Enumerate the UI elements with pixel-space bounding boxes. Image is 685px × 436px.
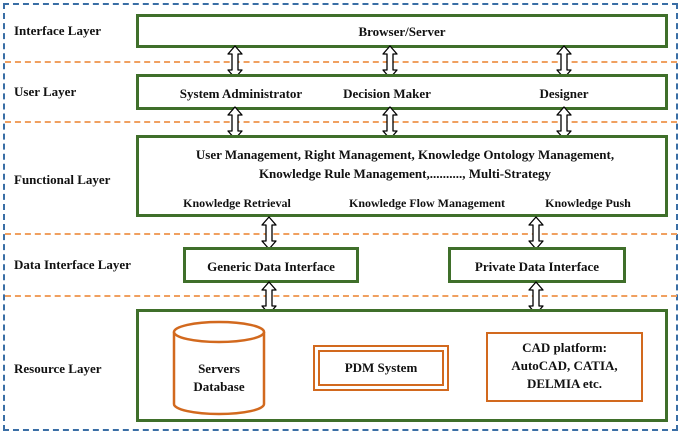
role-designer: Designer xyxy=(539,86,589,101)
cad-platform-box: CAD platform: AutoCAD, CATIA, DELMIA etc… xyxy=(486,332,643,402)
label-interface-layer: Interface Layer xyxy=(14,23,101,38)
role-decision-maker: Decision Maker xyxy=(343,86,431,101)
knowledge-push: Knowledge Push xyxy=(545,196,631,210)
pdm-system-label: PDM System xyxy=(344,360,418,375)
generic-data-interface-label: Generic Data Interface xyxy=(207,259,335,274)
layer-separator xyxy=(5,61,677,63)
private-data-interface-box: Private Data Interface xyxy=(448,247,626,283)
label-data-interface-layer: Data Interface Layer xyxy=(14,257,131,272)
database-icon xyxy=(172,320,266,416)
generic-data-interface-box: Generic Data Interface xyxy=(183,247,359,283)
double-arrow-icon xyxy=(261,216,277,250)
functional-line-2: Knowledge Rule Management,.........., Mu… xyxy=(258,166,552,181)
pdm-system-box: PDM System xyxy=(313,345,449,391)
cad-line-2: AutoCAD, CATIA, xyxy=(511,358,618,373)
knowledge-flow-management: Knowledge Flow Management xyxy=(349,196,505,210)
role-system-administrator: System Administrator xyxy=(179,86,303,101)
browser-server-label: Browser/Server xyxy=(358,24,446,39)
db-label-line-1: Servers xyxy=(198,361,240,376)
user-layer-box: System Administrator Decision Maker Desi… xyxy=(136,74,668,110)
functional-layer-box: User Management, Right Management, Knowl… xyxy=(136,135,668,217)
browser-server-box: Browser/Server xyxy=(136,14,668,48)
resource-layer-box: Servers Database PDM System CAD platform… xyxy=(136,309,668,422)
layer-separator xyxy=(5,295,677,297)
diagram-frame xyxy=(3,3,678,431)
double-arrow-icon xyxy=(528,216,544,250)
cad-line-1: CAD platform: xyxy=(522,340,607,355)
functional-line-1: User Management, Right Management, Knowl… xyxy=(195,147,615,162)
layer-separator xyxy=(5,121,677,123)
label-resource-layer: Resource Layer xyxy=(14,361,102,376)
knowledge-retrieval: Knowledge Retrieval xyxy=(183,196,291,210)
db-label-line-2: Database xyxy=(193,379,245,394)
private-data-interface-label: Private Data Interface xyxy=(474,259,600,274)
label-functional-layer: Functional Layer xyxy=(14,172,111,187)
cad-line-3: DELMIA etc. xyxy=(526,376,603,391)
label-user-layer: User Layer xyxy=(14,84,77,99)
layer-separator xyxy=(5,233,677,235)
